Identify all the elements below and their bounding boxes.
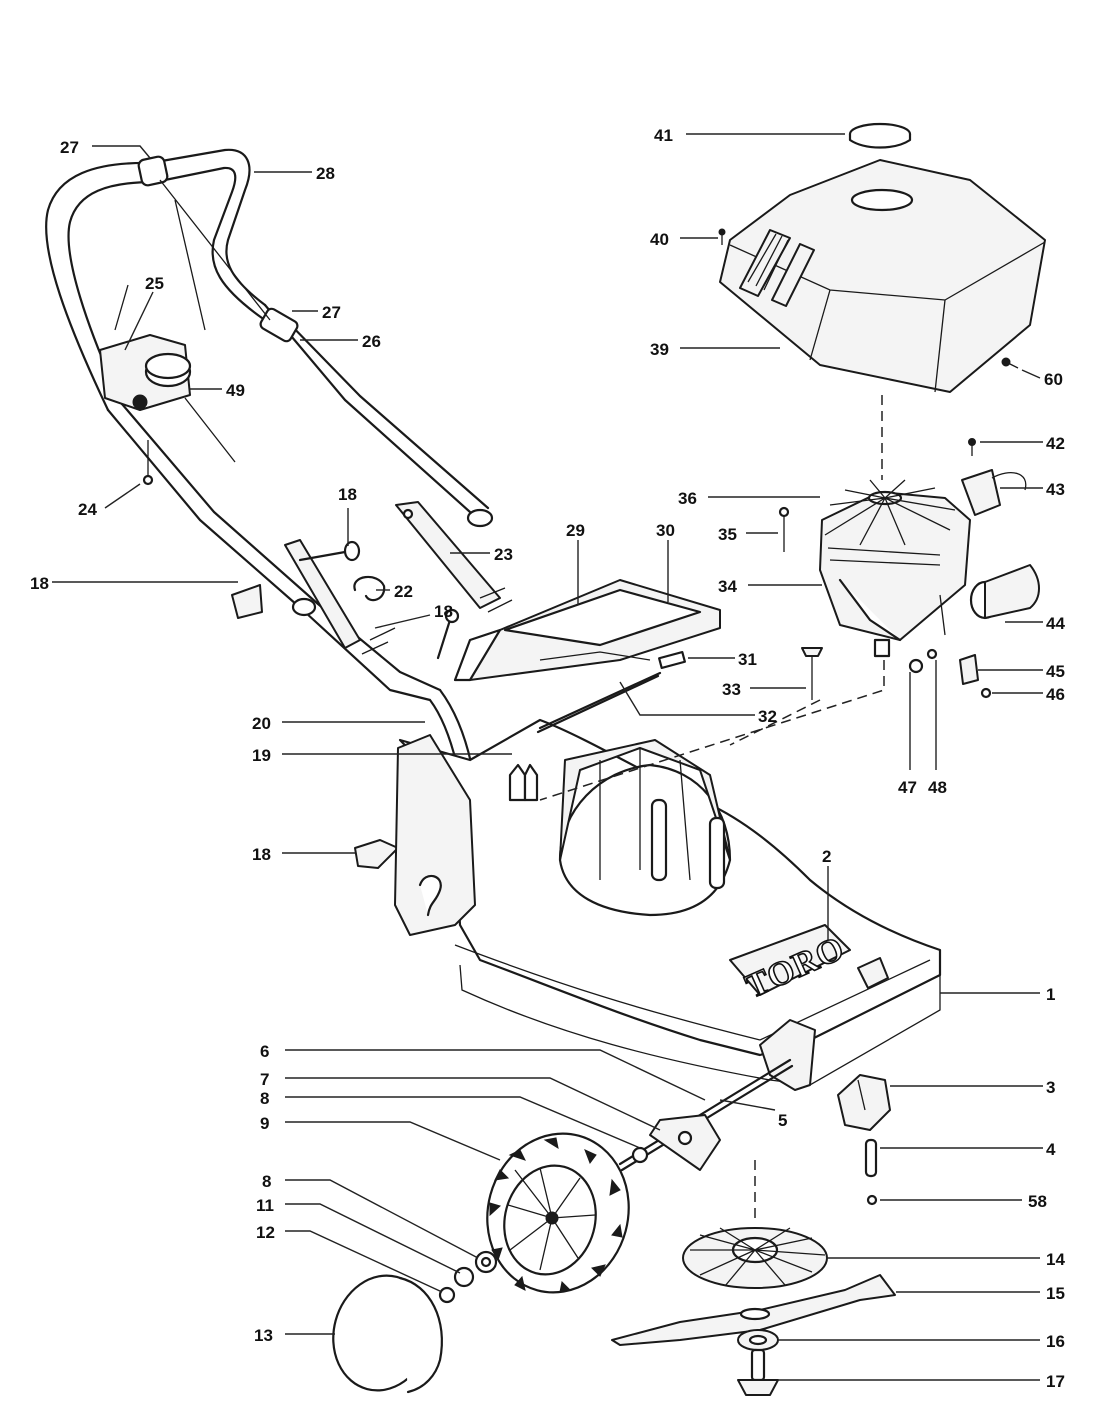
callout-28: 28 xyxy=(316,164,335,183)
callout-3: 3 xyxy=(1046,1078,1055,1097)
callout-20: 20 xyxy=(252,714,271,733)
callout-46: 46 xyxy=(1046,685,1065,704)
callout-19: 19 xyxy=(252,746,271,765)
callout-7: 7 xyxy=(260,1070,269,1089)
callout-30: 30 xyxy=(656,521,675,540)
callout-4: 4 xyxy=(1046,1140,1056,1159)
callout-60: 60 xyxy=(1044,370,1063,389)
callout-18-middle: 18 xyxy=(434,602,453,621)
callout-14: 14 xyxy=(1046,1250,1065,1269)
callout-47: 47 xyxy=(898,778,917,797)
callout-8-lower: 8 xyxy=(262,1172,271,1191)
callout-44: 44 xyxy=(1046,614,1065,633)
callout-2: 2 xyxy=(822,847,831,866)
callout-17: 17 xyxy=(1046,1372,1065,1391)
callout-8-upper: 8 xyxy=(260,1089,269,1108)
callout-40: 40 xyxy=(650,230,669,249)
callout-34: 34 xyxy=(718,577,737,596)
callout-39: 39 xyxy=(650,340,669,359)
callout-labels: 27 28 25 49 27 26 24 18 18 22 23 18 29 3… xyxy=(30,126,1065,1391)
blade-assembly xyxy=(611,1074,896,1396)
callout-11: 11 xyxy=(256,1196,274,1215)
callout-22: 22 xyxy=(394,582,413,601)
callout-5: 5 xyxy=(778,1111,787,1130)
callout-18-bolt: 18 xyxy=(338,485,357,504)
callout-15: 15 xyxy=(1046,1284,1065,1303)
callout-36: 36 xyxy=(678,489,697,508)
callout-1: 1 xyxy=(1046,985,1055,1004)
callout-12: 12 xyxy=(256,1223,275,1242)
callout-24: 24 xyxy=(78,500,97,519)
callout-35: 35 xyxy=(718,525,737,544)
motor-assembly xyxy=(539,122,1046,801)
callout-18-wingnut: 18 xyxy=(30,574,49,593)
callout-6: 6 xyxy=(260,1042,269,1061)
callout-49: 49 xyxy=(226,381,245,400)
leader-lines xyxy=(52,133,1043,1381)
callout-27-lower: 27 xyxy=(322,303,341,322)
callout-31: 31 xyxy=(738,650,757,669)
wheel-assembly xyxy=(332,1058,794,1394)
callout-42: 42 xyxy=(1046,434,1065,453)
callout-16: 16 xyxy=(1046,1332,1065,1351)
callout-48: 48 xyxy=(928,778,947,797)
callout-32: 32 xyxy=(758,707,777,726)
callout-25: 25 xyxy=(145,274,164,293)
callout-29: 29 xyxy=(566,521,585,540)
callout-9: 9 xyxy=(260,1114,269,1133)
callout-23: 23 xyxy=(494,545,513,564)
callout-58: 58 xyxy=(1028,1192,1047,1211)
callout-33: 33 xyxy=(722,680,741,699)
callout-27: 27 xyxy=(60,138,79,157)
deflector-plate xyxy=(453,579,721,734)
callout-13: 13 xyxy=(254,1326,273,1345)
callout-18-lower: 18 xyxy=(252,845,271,864)
callout-41: 41 xyxy=(654,126,673,145)
callout-45: 45 xyxy=(1046,662,1065,681)
callout-26: 26 xyxy=(362,332,381,351)
deck-assembly: TORO xyxy=(394,718,942,1091)
handle-assembly xyxy=(45,148,533,869)
callout-43: 43 xyxy=(1046,480,1065,499)
